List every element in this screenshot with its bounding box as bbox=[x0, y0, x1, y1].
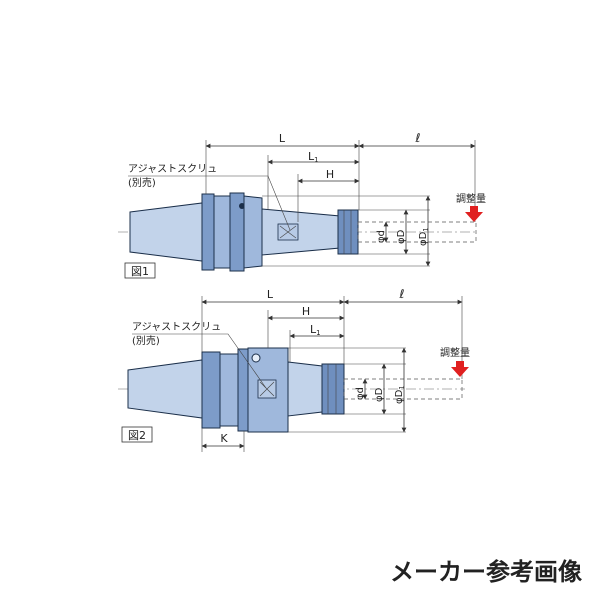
fig1-adjust-arrow-icon bbox=[465, 206, 483, 222]
fig2-label: 図2 bbox=[128, 429, 146, 442]
fig2-flange-left bbox=[201, 351, 221, 429]
fig2-label-H: H bbox=[302, 305, 310, 318]
fig2-callout-leader bbox=[132, 333, 267, 389]
fig1-label-L: L bbox=[279, 132, 286, 145]
fig1-callout-line2: (別売) bbox=[128, 176, 156, 189]
fig1-label-H: H bbox=[326, 168, 334, 181]
fig1-collet-nut bbox=[337, 209, 359, 255]
fig1-adjust-label: 調整量 bbox=[456, 192, 486, 205]
fig2-taper-shank bbox=[127, 359, 203, 419]
fig1-label-ell: ℓ bbox=[415, 131, 421, 145]
fig1-body bbox=[243, 195, 263, 269]
fig2-label-d: φd bbox=[355, 387, 366, 400]
fig2-screw-dot bbox=[251, 353, 261, 363]
fig2-label-D: φD bbox=[374, 387, 385, 402]
figure-1: L ℓ L1 H φd φD φD1 アジャストスクリュ (別売) 調整量 図1 bbox=[118, 131, 486, 279]
fig2-callout-line2: (別売) bbox=[132, 334, 160, 347]
fig2-label-L1: L1 bbox=[310, 323, 321, 337]
fig1-flange-center bbox=[213, 195, 231, 269]
fig1-label-box bbox=[124, 262, 156, 279]
fig1-label: 図1 bbox=[131, 265, 149, 278]
fig2-label-ell: ℓ bbox=[399, 287, 405, 301]
fig1-tool-outline bbox=[357, 221, 477, 243]
fig2-callout-line1: アジャストスクリュ bbox=[132, 321, 221, 333]
fig2-label-K: K bbox=[220, 432, 228, 445]
fig1-taper-shank bbox=[129, 202, 203, 262]
fig2-flange-center bbox=[219, 353, 239, 427]
fig1-label-D: φD bbox=[396, 229, 407, 244]
fig2-adjust-label: 調整量 bbox=[440, 346, 470, 359]
figure-2: L ℓ H L1 K φd φD φD1 アジャストスクリュ (別売) 調整量 bbox=[118, 287, 470, 452]
fig2-adjust-arrow-icon bbox=[451, 361, 469, 377]
fig1-label-D1: φD1 bbox=[418, 227, 430, 246]
fig2-collet-nut bbox=[321, 363, 345, 415]
fig2-nose bbox=[287, 361, 323, 417]
footer-caption: メーカー参考画像 bbox=[390, 558, 583, 586]
fig1-callout-leader bbox=[128, 175, 291, 231]
fig1-nose bbox=[261, 208, 341, 256]
fig1-label-L1: L1 bbox=[308, 150, 319, 164]
fig2-label-D1: φD1 bbox=[394, 385, 406, 404]
fig2-label-box bbox=[121, 426, 153, 443]
fig1-label-d: φd bbox=[376, 230, 387, 243]
fig1-callout-line1: アジャストスクリュ bbox=[128, 163, 217, 175]
fig2-label-L: L bbox=[267, 288, 274, 301]
fig2-flange-right bbox=[237, 348, 249, 432]
fig1-flange-left bbox=[201, 193, 215, 271]
